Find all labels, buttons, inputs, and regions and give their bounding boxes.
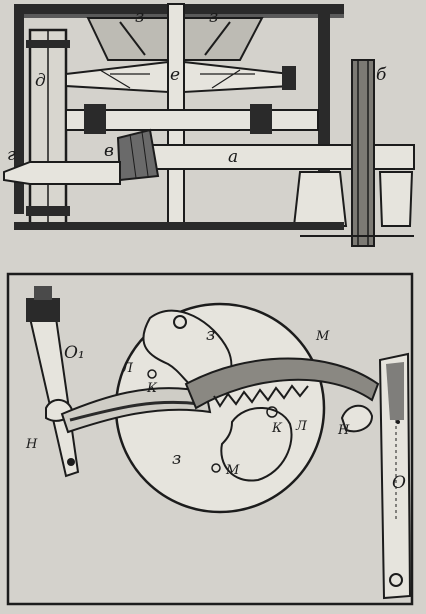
label-z-left: з [135, 7, 144, 27]
label-e: е [170, 65, 180, 85]
label-o: О [392, 473, 406, 493]
label-m-lower: М [225, 463, 240, 478]
label-v: в [104, 141, 114, 161]
label-k-lower: К [271, 421, 283, 436]
label-z-right: з [209, 7, 218, 27]
label-g: г [7, 145, 16, 165]
label-m: М [315, 329, 330, 344]
base-plate [14, 222, 344, 230]
upper-disc-left [65, 60, 169, 94]
connecting-arm [60, 387, 212, 434]
bevel-gear-v [116, 128, 160, 182]
right-bearing-bracket [292, 171, 348, 227]
lower-cam [220, 407, 293, 482]
label-z-upper: з [206, 325, 215, 345]
top-view-drawing [3, 3, 415, 247]
label-k-upper: К [146, 381, 158, 396]
label-b: б [376, 65, 387, 85]
label-d: д [35, 71, 46, 91]
label-l-upper: Л [121, 361, 134, 376]
toothed-sector-m [184, 357, 380, 410]
right-pawl-n [340, 404, 374, 433]
right-pulley-b [351, 59, 375, 247]
label-n-right: Н [337, 423, 350, 438]
lever-o1 [28, 317, 80, 478]
label-z-lower: з [172, 449, 181, 469]
left-frame-post [14, 14, 24, 214]
bottom-view-drawing [6, 272, 414, 606]
label-l-lower: Л [295, 419, 308, 434]
label-o1: О₁ [64, 343, 85, 363]
label-n-left: Н [25, 437, 38, 452]
bottom-frame [6, 272, 414, 606]
label-a: а [228, 147, 238, 167]
left-drive-g [3, 161, 121, 185]
upper-disc-right [183, 60, 291, 94]
